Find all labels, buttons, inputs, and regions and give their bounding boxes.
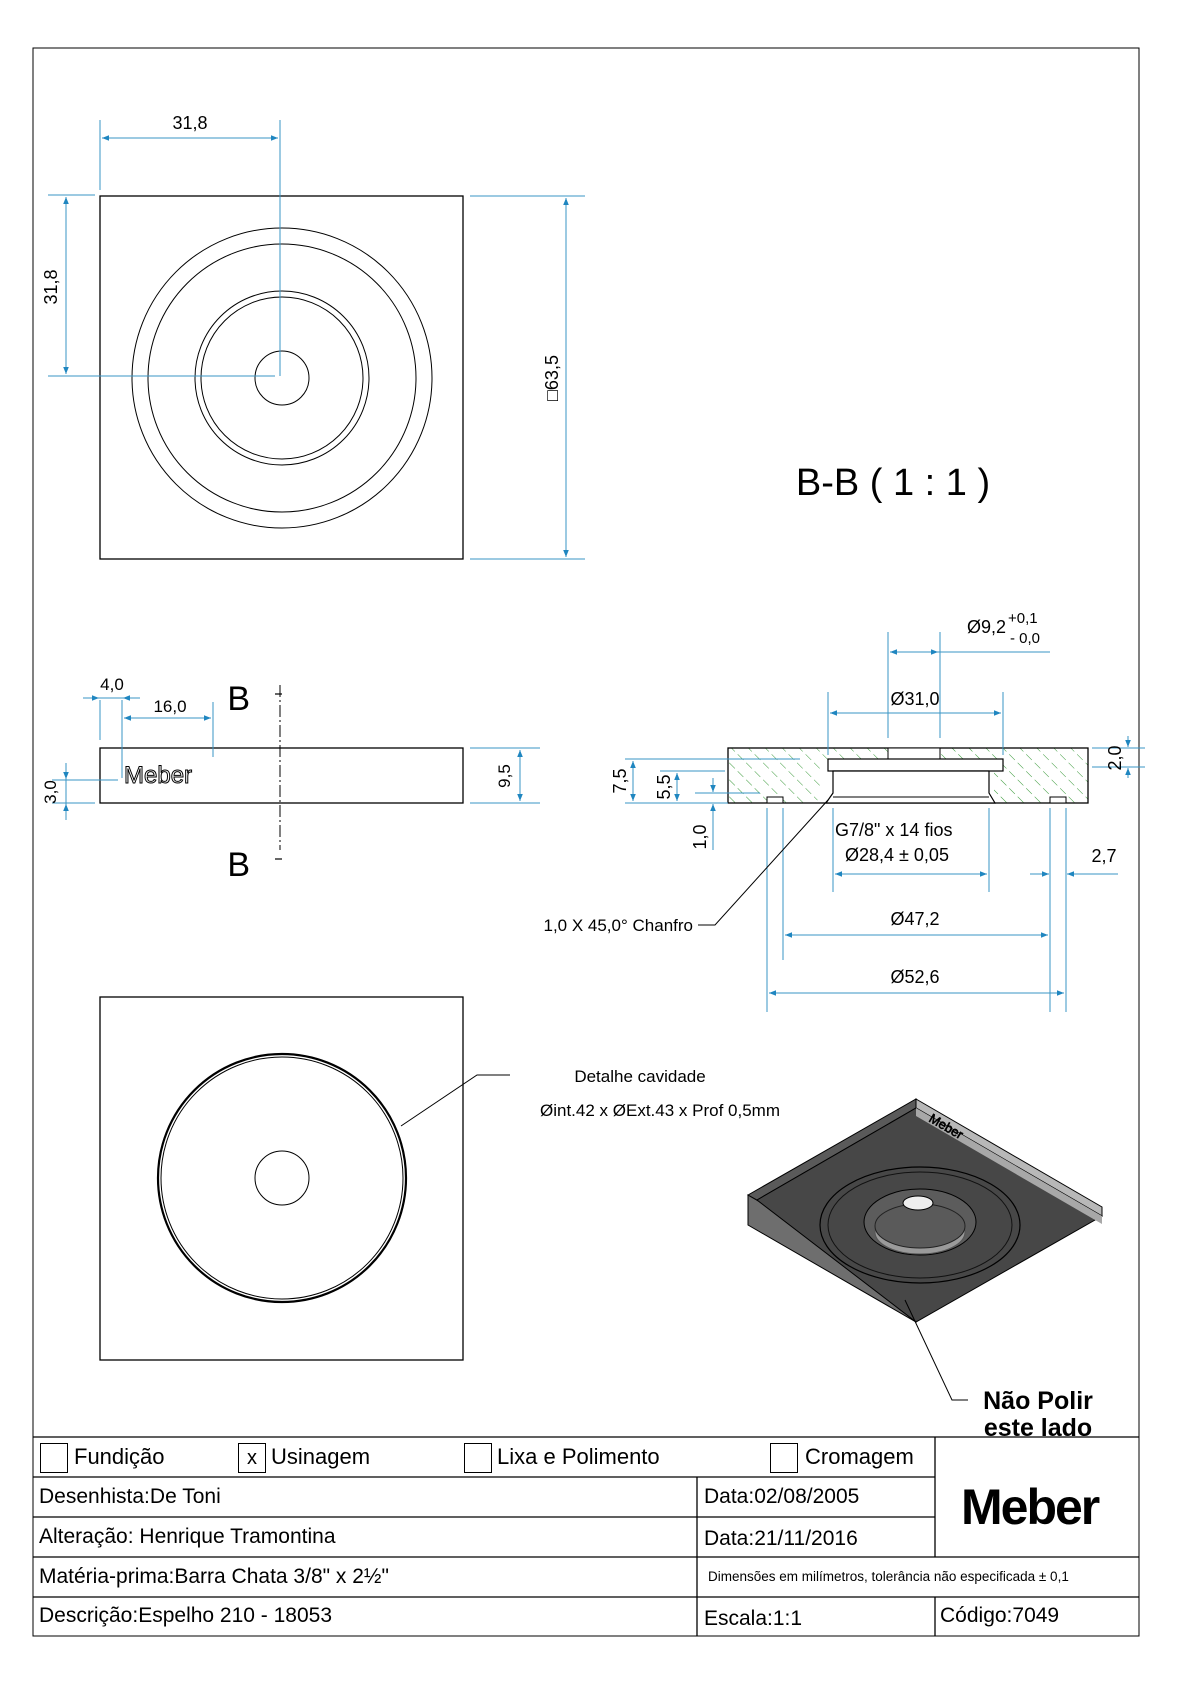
bottom-center-hole bbox=[254, 1150, 310, 1206]
code-value: 7049 bbox=[1012, 1604, 1060, 1627]
dim-label-5-5: 5,5 bbox=[654, 774, 674, 799]
dim-label-7-5: 7,5 bbox=[610, 768, 630, 793]
description-value: Espelho 210 - 18053 bbox=[138, 1604, 333, 1627]
change-date-label: Data: bbox=[704, 1527, 755, 1550]
thread-diameter: Ø28,4 ± 0,05 bbox=[845, 845, 949, 865]
top-view: 31,8 31,8 □63,5 bbox=[41, 113, 585, 560]
dim-label-3-0: 3,0 bbox=[41, 780, 60, 804]
dim-label-9-2: Ø9,2 bbox=[967, 617, 1006, 637]
section-title: B-B ( 1 : 1 ) bbox=[796, 462, 990, 504]
section-mark-bottom: B bbox=[227, 846, 250, 884]
center-hole bbox=[887, 747, 941, 760]
cavity-outer-circle bbox=[131, 227, 433, 529]
dim-label-1-0: 1,0 bbox=[690, 824, 710, 849]
cavity-ring-outer bbox=[156, 1052, 408, 1304]
designer-field: Desenhista:De Toni bbox=[39, 1485, 221, 1509]
cavity-groove-left bbox=[766, 796, 784, 804]
scale-field: Escala:1:1 bbox=[704, 1607, 802, 1631]
isometric-view: Meber Não Polir este lado bbox=[746, 1098, 1104, 1442]
polish-note-line2: este lado bbox=[984, 1414, 1092, 1442]
designer-value: De Toni bbox=[149, 1485, 221, 1508]
cavity-note-title: Detalhe cavidade bbox=[574, 1067, 705, 1086]
cavity-ring-inner bbox=[160, 1056, 404, 1300]
material-label: Matéria-prima: bbox=[39, 1565, 175, 1588]
drawing-border bbox=[32, 47, 1140, 1637]
checkbox-usinagem[interactable]: x bbox=[238, 1443, 266, 1473]
dim-label-31-0: Ø31,0 bbox=[890, 689, 939, 709]
dim-label-9-5: 9,5 bbox=[495, 764, 514, 788]
recess-circle bbox=[194, 290, 370, 466]
cavity-leader bbox=[400, 1074, 510, 1127]
bottom-view: Detalhe cavidade Øint.42 x ØExt.43 x Pro… bbox=[99, 996, 780, 1361]
dim-label-31-8-v: 31,8 bbox=[41, 269, 61, 304]
dim-label-2-0: 2,0 bbox=[1105, 745, 1125, 770]
dim-label-31-8-h: 31,8 bbox=[172, 113, 207, 133]
thread-bore bbox=[824, 770, 997, 804]
change-value: Henrique Tramontina bbox=[139, 1525, 336, 1548]
polish-note-line1: Não Polir bbox=[983, 1387, 1093, 1415]
tolerance-note: Dimensões em milímetros, tolerância não … bbox=[708, 1569, 1069, 1584]
checkbox-cromagem[interactable] bbox=[770, 1443, 798, 1473]
process-label-usinagem: Usinagem bbox=[271, 1444, 371, 1469]
designer-date-field: Data:02/08/2005 bbox=[704, 1485, 859, 1509]
dim-tol-minus: - 0,0 bbox=[1010, 630, 1040, 647]
material-value: Barra Chata 3/8" x 2½" bbox=[174, 1565, 389, 1588]
change-date-field: Data:21/11/2016 bbox=[704, 1527, 858, 1551]
title-block-grid bbox=[33, 1436, 1139, 1636]
change-date-value: 21/11/2016 bbox=[754, 1527, 858, 1550]
change-field: Alteração: Henrique Tramontina bbox=[39, 1525, 336, 1549]
top-view-outline bbox=[99, 195, 464, 560]
dim-label-16-0: 16,0 bbox=[153, 697, 186, 716]
checkbox-lixa-polimento[interactable] bbox=[464, 1443, 492, 1473]
cavity-groove-right bbox=[1049, 796, 1067, 804]
bottom-view-outline bbox=[99, 996, 464, 1361]
description-label: Descrição: bbox=[39, 1604, 139, 1627]
process-label-cromagem: Cromagem bbox=[805, 1444, 914, 1469]
code-label: Código: bbox=[940, 1604, 1013, 1627]
side-view-outline bbox=[99, 747, 464, 804]
process-label-lixa-polimento: Lixa e Polimento bbox=[497, 1444, 660, 1469]
cavity-inner-circle bbox=[147, 243, 417, 513]
side-engraving: Meber bbox=[124, 762, 192, 789]
side-view: B B Meber 4,0 16,0 3,0 9,5 bbox=[41, 675, 540, 884]
dim-label-63-5: □63,5 bbox=[542, 355, 562, 401]
change-label: Alteração: bbox=[39, 1525, 134, 1548]
scale-label: Escala: bbox=[704, 1607, 773, 1630]
center-hole-circle bbox=[254, 350, 310, 406]
dim-tol-plus: +0,1 bbox=[1008, 610, 1038, 627]
dim-label-2-7: 2,7 bbox=[1091, 846, 1116, 866]
checkbox-fundicao[interactable] bbox=[40, 1443, 68, 1473]
scale-value: 1:1 bbox=[772, 1607, 803, 1630]
designer-label: Desenhista: bbox=[39, 1485, 150, 1508]
designer-date-value: 02/08/2005 bbox=[754, 1485, 860, 1508]
description-field: Descrição:Espelho 210 - 18053 bbox=[39, 1604, 332, 1628]
dim-label-52-6: Ø52,6 bbox=[890, 967, 939, 987]
chamfer-note: 1,0 X 45,0° Chanfro bbox=[543, 916, 693, 935]
material-field: Matéria-prima:Barra Chata 3/8" x 2½" bbox=[39, 1565, 389, 1589]
process-label-fundicao: Fundição bbox=[74, 1444, 165, 1469]
chamfer-leader bbox=[698, 799, 829, 926]
recess bbox=[827, 758, 1004, 772]
polish-leader bbox=[904, 1299, 968, 1401]
company-logo: Meber bbox=[961, 1479, 1100, 1535]
code-field: Código:7049 bbox=[940, 1604, 1059, 1628]
section-view: B-B ( 1 : 1 ) Ø9,2 +0,1 - 0,0 Ø31,0 7,5 … bbox=[543, 462, 1145, 1012]
dim-label-47-2: Ø47,2 bbox=[890, 909, 939, 929]
designer-date-label: Data: bbox=[704, 1485, 755, 1508]
recess-inner-circle bbox=[200, 296, 364, 460]
dim-label-4-0: 4,0 bbox=[100, 675, 124, 694]
thread-label: G7/8" x 14 fios bbox=[835, 820, 952, 840]
cavity-note-detail: Øint.42 x ØExt.43 x Prof 0,5mm bbox=[540, 1101, 780, 1120]
iso-center-hole bbox=[902, 1195, 934, 1211]
section-mark-top: B bbox=[227, 680, 250, 718]
